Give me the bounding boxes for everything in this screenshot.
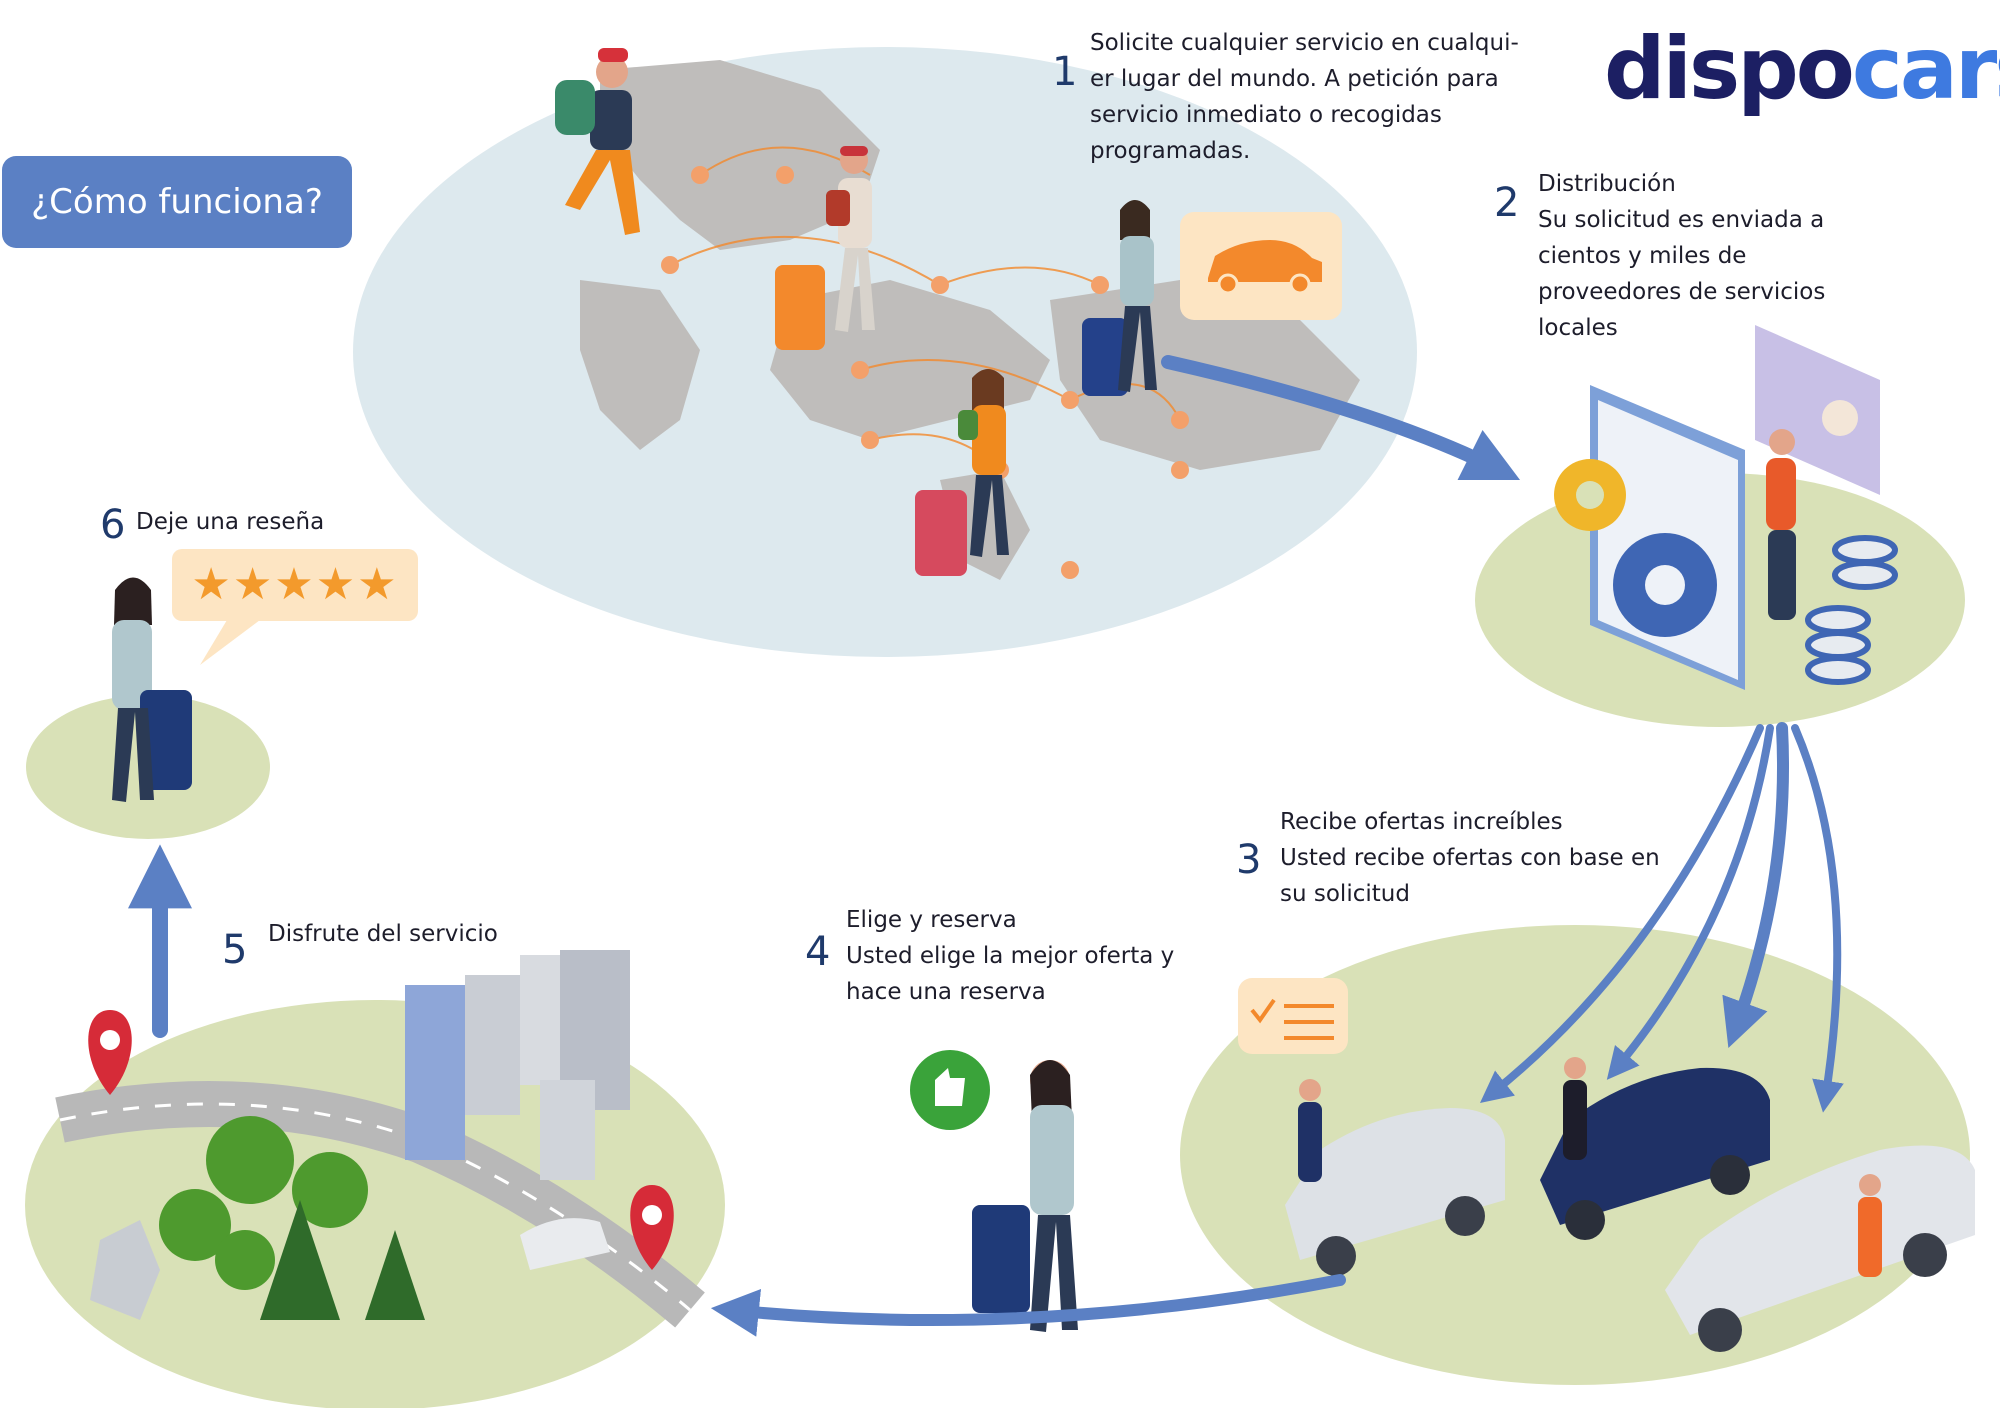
step-2-line-2: Su solicitud es enviada a bbox=[1538, 207, 1825, 233]
five-star-rating-icon: ★★★★★ bbox=[172, 549, 418, 621]
logo-part-cars: cars bbox=[1851, 19, 2000, 119]
traveler-blue-suitcase bbox=[1082, 200, 1157, 396]
distribution-illustration bbox=[1554, 325, 1898, 690]
step-2-number: 2 bbox=[1494, 180, 1520, 226]
arrow-step1-to-step2 bbox=[1161, 355, 1521, 481]
step-1-number: 1 bbox=[1052, 49, 1078, 95]
step-4-line-3: hace una reserva bbox=[846, 979, 1046, 1005]
step-1-text: Solicite cualquier servicio en cualqui- … bbox=[1090, 25, 1520, 169]
step-2-line-5: locales bbox=[1538, 315, 1618, 341]
step-3-line-1: Recibe ofertas increíbles bbox=[1280, 809, 1563, 835]
step-6-number: 6 bbox=[100, 502, 126, 548]
step-5-line-1: Disfrute del servicio bbox=[268, 921, 498, 947]
step-3-line-2: Usted recibe ofertas con base en bbox=[1280, 845, 1660, 871]
step-2-text: Distribución Su solicitud es enviada a c… bbox=[1538, 166, 1898, 346]
step-4-line-2: Usted elige la mejor oferta y bbox=[846, 943, 1175, 969]
step-3-number: 3 bbox=[1236, 837, 1262, 883]
step-1-line-2: er lugar del mundo. A petición para bbox=[1090, 66, 1499, 92]
service-illustration bbox=[55, 950, 705, 1328]
step-5-number: 5 bbox=[222, 927, 248, 973]
step-6-line-1: Deje una reseña bbox=[136, 509, 325, 535]
choose-illustration bbox=[910, 1050, 1078, 1332]
traveler-pink-suitcase bbox=[915, 369, 1009, 576]
car-bubble bbox=[1180, 212, 1342, 320]
step-4-number: 4 bbox=[805, 929, 831, 975]
arrow-step2-to-offer2 bbox=[1606, 724, 1774, 1080]
traveler-orange-suitcase bbox=[775, 146, 875, 350]
step-3-text: Recibe ofertas increíbles Usted recibe o… bbox=[1280, 804, 1720, 912]
how-it-works-button[interactable]: ¿Cómo funciona? bbox=[2, 156, 352, 248]
step-3-line-3: su solicitud bbox=[1280, 881, 1410, 907]
step-2-line-1: Distribución bbox=[1538, 171, 1676, 197]
step-5-text: Disfrute del servicio bbox=[268, 916, 568, 952]
step-2-line-4: proveedores de servicios bbox=[1538, 279, 1826, 305]
step-1-line-3: servicio inmediato o recogidas bbox=[1090, 102, 1442, 128]
step-4-text: Elige y reserva Usted elige la mejor ofe… bbox=[846, 902, 1266, 1010]
arrow-step2-to-offer3 bbox=[1722, 722, 1789, 1049]
step-6-text: Deje una reseña bbox=[136, 504, 396, 540]
dispocars-logo[interactable]: dispocars bbox=[1604, 14, 2000, 124]
step-4-line-1: Elige y reserva bbox=[846, 907, 1017, 933]
step-1-line-4: programadas. bbox=[1090, 138, 1251, 164]
offers-illustration bbox=[1238, 978, 1975, 1352]
flow-arrows bbox=[128, 355, 1844, 1337]
step-2-line-3: cientos y miles de bbox=[1538, 243, 1747, 269]
location-pin-icon bbox=[630, 1185, 674, 1270]
review-illustration bbox=[112, 577, 260, 802]
arrow-step2-to-offer4 bbox=[1791, 724, 1844, 1113]
arrow-step4-to-step5 bbox=[710, 1274, 1346, 1337]
arrow-step2-to-offer1 bbox=[1479, 724, 1764, 1103]
logo-part-dispo: dispo bbox=[1604, 19, 1855, 119]
traveler-backpacker bbox=[555, 48, 640, 235]
step-1-line-1: Solicite cualquier servicio en cualqui- bbox=[1090, 30, 1519, 56]
location-pin-icon bbox=[88, 1010, 132, 1095]
